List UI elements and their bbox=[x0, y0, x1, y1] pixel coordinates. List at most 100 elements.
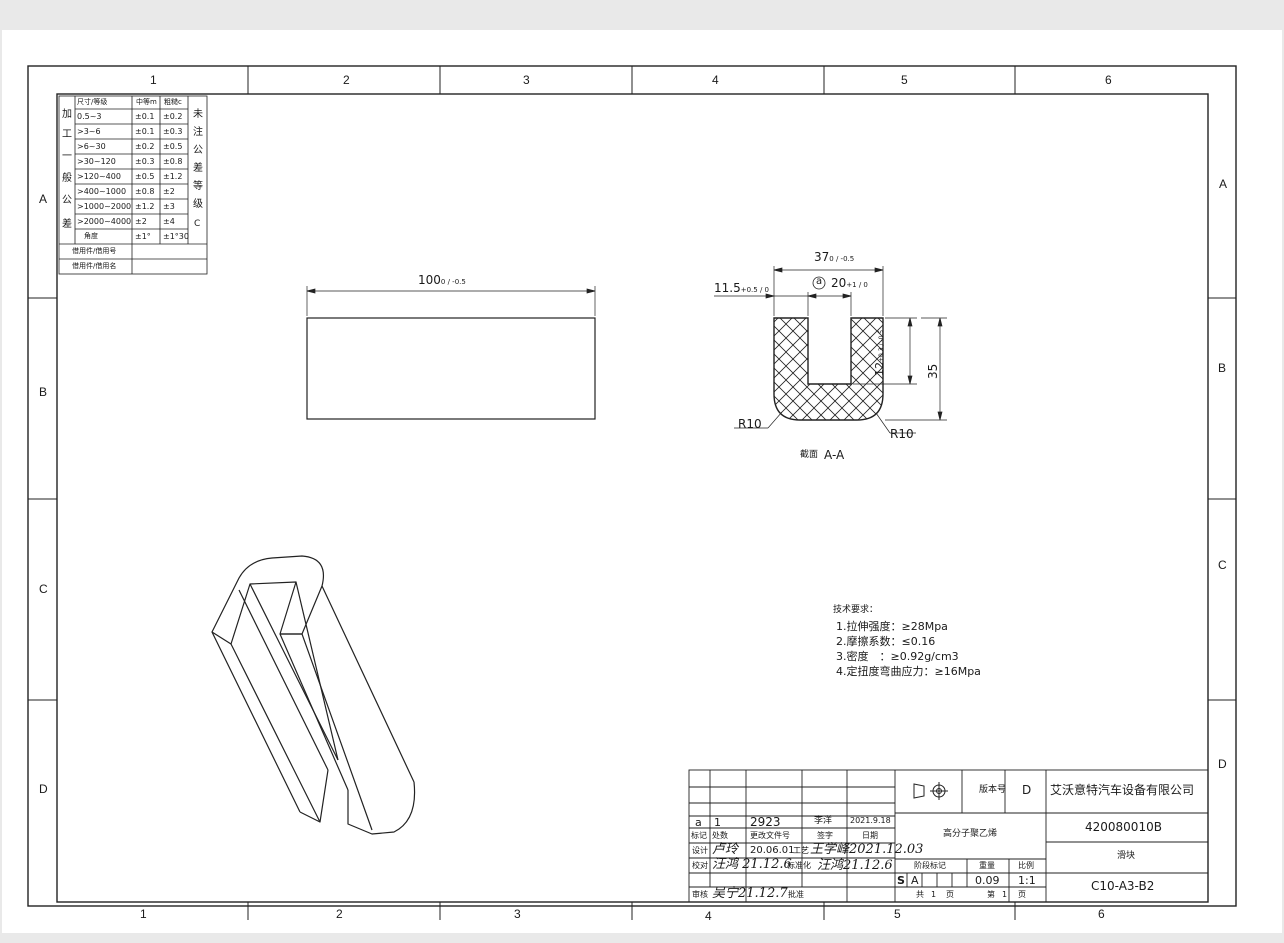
table-cell: ±0.1 bbox=[135, 127, 155, 136]
zone-top-4: 4 bbox=[712, 73, 719, 87]
zone-top-6: 6 bbox=[1105, 73, 1112, 87]
side-char: 公 bbox=[62, 195, 72, 206]
zone-bottom-6: 6 bbox=[1098, 907, 1105, 921]
stage-s: S bbox=[897, 874, 905, 887]
width-tolerance: 0 / -0.5 bbox=[829, 255, 855, 263]
length-tolerance: 0 / -0.5 bbox=[440, 278, 466, 286]
right-char: 差 bbox=[193, 163, 203, 174]
zone-left-a: A bbox=[39, 192, 48, 206]
sheet-label: 第 bbox=[987, 890, 995, 899]
side-char: 差 bbox=[62, 219, 72, 230]
table-cell: ±0.3 bbox=[135, 157, 155, 166]
zone-bottom-4: 4 bbox=[705, 909, 712, 923]
drawing-lines bbox=[27, 65, 1237, 920]
right-char: 注 bbox=[193, 127, 203, 138]
sheet-no: 1 bbox=[1002, 890, 1008, 899]
right-char: C bbox=[194, 219, 201, 229]
weight-value: 0.09 bbox=[975, 874, 1000, 887]
zone-right-a: A bbox=[1219, 177, 1228, 191]
table-cell: >400~1000 bbox=[77, 187, 127, 196]
review-label: 审核 bbox=[692, 890, 708, 899]
rev-header: 日期 bbox=[862, 831, 878, 840]
table-cell: 0.5~3 bbox=[77, 112, 102, 121]
radius-left: R10 bbox=[738, 417, 762, 431]
version-label: 版本号 bbox=[979, 785, 1007, 795]
check-label: 校对 bbox=[692, 861, 708, 870]
table-cell: ±0.8 bbox=[163, 157, 183, 166]
total-pages: 1 bbox=[931, 890, 937, 899]
total-unit: 页 bbox=[946, 890, 954, 899]
scale-value: 1:1 bbox=[1018, 874, 1036, 887]
right-char: 等 bbox=[193, 181, 203, 192]
designer-signature: 卢玲 bbox=[712, 842, 739, 857]
std-label: 标准化 bbox=[787, 861, 811, 870]
height-dim: 35 bbox=[926, 363, 940, 379]
zone-bottom-5: 5 bbox=[894, 907, 901, 921]
tech-item: 2.摩擦系数：≤0.16 bbox=[836, 635, 936, 648]
table-extra-row: 借用件/借用名 bbox=[72, 262, 117, 270]
slot-mark: a bbox=[816, 276, 823, 287]
offset-tolerance: +0.5 / 0 bbox=[740, 286, 769, 294]
length-value: 100 bbox=[418, 273, 441, 287]
rev-file: 2923 bbox=[750, 815, 781, 829]
side-char: 工 bbox=[62, 129, 72, 140]
table-cell: ±0.1 bbox=[135, 112, 155, 121]
table-header: 尺寸/等级 bbox=[77, 98, 108, 106]
zone-top-2: 2 bbox=[343, 73, 350, 87]
zone-left-d: D bbox=[39, 782, 48, 796]
section-label: 截面 bbox=[800, 450, 819, 460]
slot-depth-tolerance: +0.3 / -0.5 bbox=[878, 329, 885, 362]
stage-a: A bbox=[911, 874, 919, 887]
review-signature: 吴宁21.12.7 bbox=[712, 886, 788, 901]
table-extra-row: 借用件/借用号 bbox=[72, 247, 117, 255]
isometric-view bbox=[211, 555, 416, 835]
table-header: 粗糙c bbox=[164, 98, 182, 106]
side-char: 加 bbox=[62, 109, 72, 120]
table-cell: 角度 bbox=[84, 232, 98, 240]
table-cell: ±0.5 bbox=[163, 142, 183, 151]
rev-header: 更改文件号 bbox=[750, 831, 790, 840]
slot-depth-dim: 12+0.3 / -0.5 bbox=[873, 329, 886, 376]
table-cell: >120~400 bbox=[77, 172, 121, 181]
design-label: 设计 bbox=[692, 846, 708, 855]
drawing-code: C10-A3-B2 bbox=[1091, 879, 1155, 893]
table-cell: ±0.2 bbox=[163, 112, 183, 121]
sheet-unit: 页 bbox=[1018, 890, 1026, 899]
table-cell: ±2 bbox=[163, 187, 175, 196]
outer-frame bbox=[27, 65, 1237, 907]
weight-label: 重量 bbox=[979, 861, 995, 870]
side-char: 一 bbox=[62, 151, 72, 162]
slot-dim: 20+1 / 0 bbox=[831, 277, 868, 289]
rev-count: 1 bbox=[714, 816, 721, 829]
length-dim-value: 1000 / -0.5 bbox=[418, 274, 466, 286]
radius-right: R10 bbox=[890, 427, 914, 441]
material: 高分子聚乙烯 bbox=[943, 829, 998, 839]
zone-bottom-3: 3 bbox=[514, 907, 521, 921]
part-name: 滑块 bbox=[1117, 851, 1136, 861]
tech-item: 4.定扭度弯曲应力：≥16Mpa bbox=[836, 665, 981, 678]
right-char: 公 bbox=[193, 145, 203, 156]
table-cell: ±1.2 bbox=[135, 202, 155, 211]
stage-label: 阶段标记 bbox=[914, 861, 946, 870]
check-signature: 汪鸿 21.12.6 bbox=[712, 857, 792, 872]
zone-left-b: B bbox=[39, 385, 48, 399]
scale-label: 比例 bbox=[1018, 861, 1034, 870]
rev-header: 标记 bbox=[691, 831, 707, 840]
table-cell: >3~6 bbox=[77, 127, 101, 136]
zone-top-1: 1 bbox=[150, 73, 157, 87]
rev-mark: a bbox=[695, 816, 702, 829]
projection-symbol bbox=[913, 782, 948, 800]
approve-label: 批准 bbox=[788, 890, 804, 899]
table-cell: ±4 bbox=[163, 217, 175, 226]
table-header: 中等m bbox=[136, 98, 157, 106]
title-block-grid bbox=[688, 769, 1209, 903]
slot-tolerance: +1 / 0 bbox=[846, 281, 868, 289]
process-label: 工艺 bbox=[793, 846, 809, 855]
table-cell: ±0.8 bbox=[135, 187, 155, 196]
part-number: 420080010B bbox=[1085, 820, 1162, 834]
tolerance-table-grid bbox=[58, 95, 208, 275]
rev-date: 2021.9.18 bbox=[850, 816, 891, 825]
rev-sign: 李洋 bbox=[814, 816, 833, 826]
section-name: A-A bbox=[824, 448, 845, 462]
slot-depth-value: 12 bbox=[873, 362, 886, 376]
